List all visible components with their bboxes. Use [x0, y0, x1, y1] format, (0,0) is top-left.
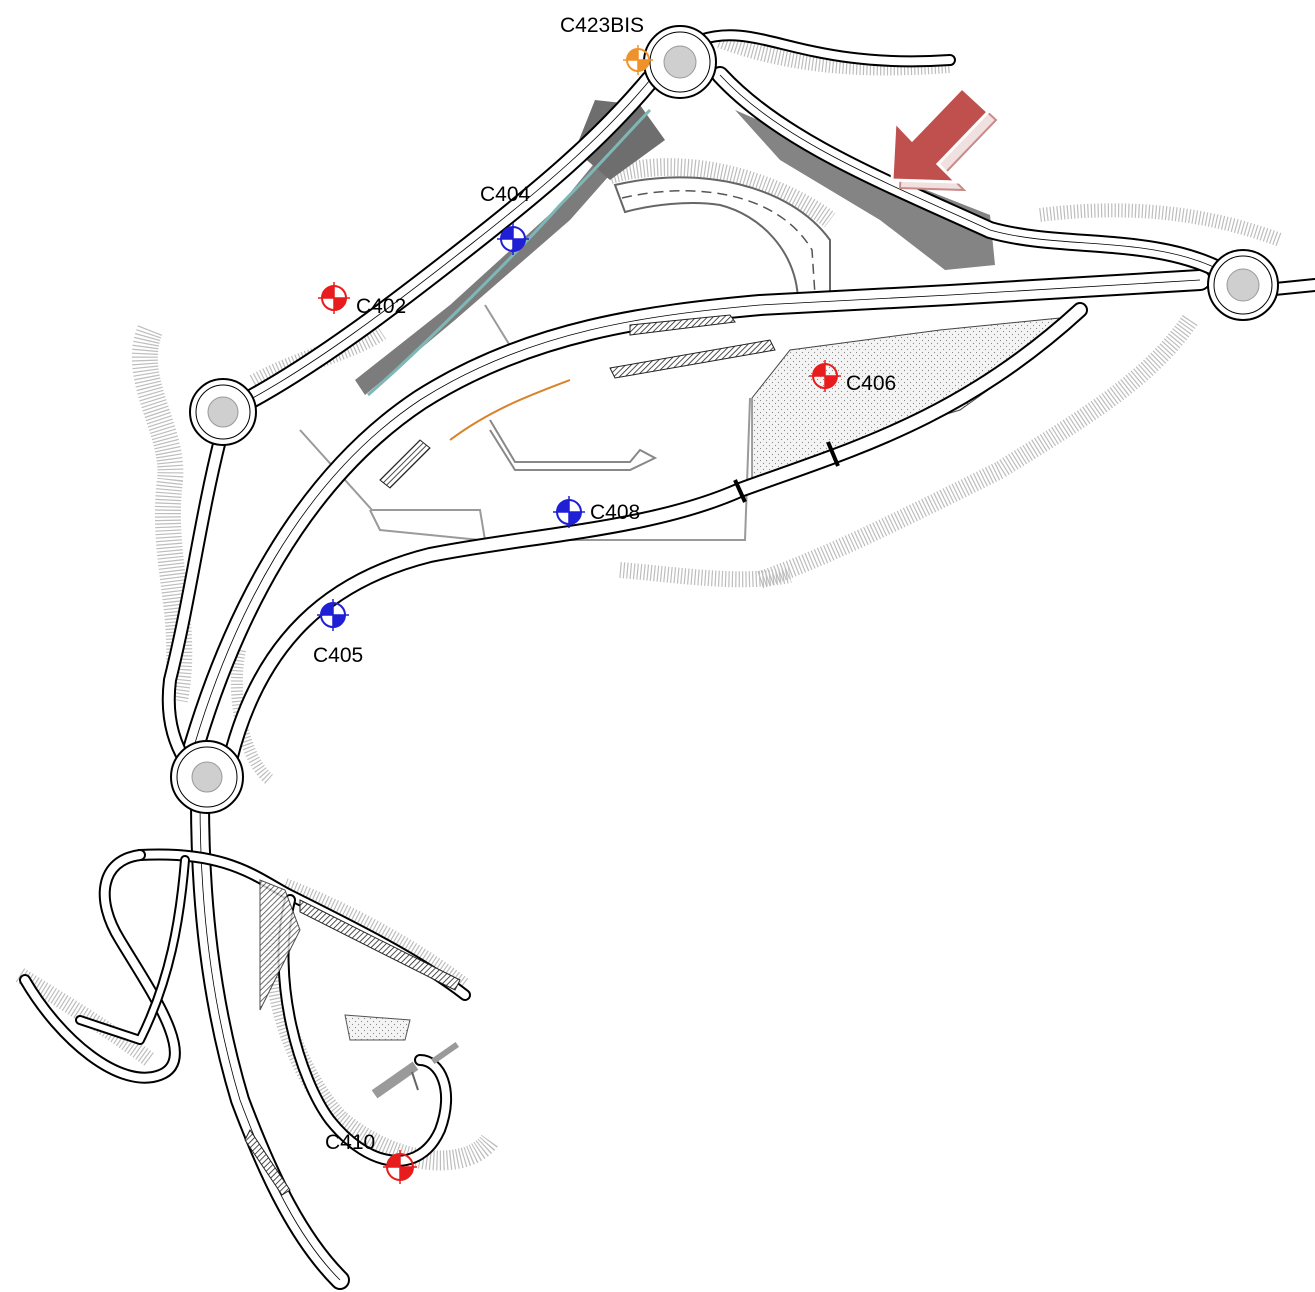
- dotted-zone-small: [344, 1014, 411, 1041]
- borehole-c406[interactable]: [809, 360, 841, 392]
- teal-edge: [367, 108, 652, 397]
- borehole-c408[interactable]: [553, 496, 585, 528]
- label-c406: C406: [846, 372, 896, 395]
- label-c410: C410: [325, 1131, 375, 1154]
- borehole-c402[interactable]: [318, 282, 350, 314]
- roundabout-north: [643, 25, 717, 99]
- label-c423bis: C423BIS: [560, 14, 644, 37]
- bridge-markers: [733, 441, 840, 503]
- roundabouts: [170, 25, 1279, 814]
- roundabout-west: [189, 378, 257, 446]
- ramp-structure: [371, 1041, 460, 1099]
- borehole-c410[interactable]: [383, 1150, 417, 1184]
- access-road: [613, 176, 831, 300]
- dotted-zone: [751, 317, 1062, 479]
- label-c405: C405: [313, 644, 363, 667]
- access-road-centerline: [621, 190, 816, 296]
- roads: [19, 29, 1315, 1290]
- hatched-gores: [244, 314, 776, 1196]
- roundabout-south: [170, 740, 244, 814]
- direction-arrow-icon: [890, 85, 998, 192]
- borehole-c405[interactable]: [317, 599, 349, 631]
- orange-line: [449, 379, 571, 441]
- label-c402: C402: [356, 295, 406, 318]
- alignment-lines: [299, 304, 751, 541]
- borehole-c423bis[interactable]: [623, 45, 653, 75]
- label-c408: C408: [590, 501, 640, 524]
- roundabout-east: [1207, 249, 1279, 321]
- label-c404: C404: [480, 183, 531, 206]
- borehole-c404[interactable]: [497, 223, 529, 255]
